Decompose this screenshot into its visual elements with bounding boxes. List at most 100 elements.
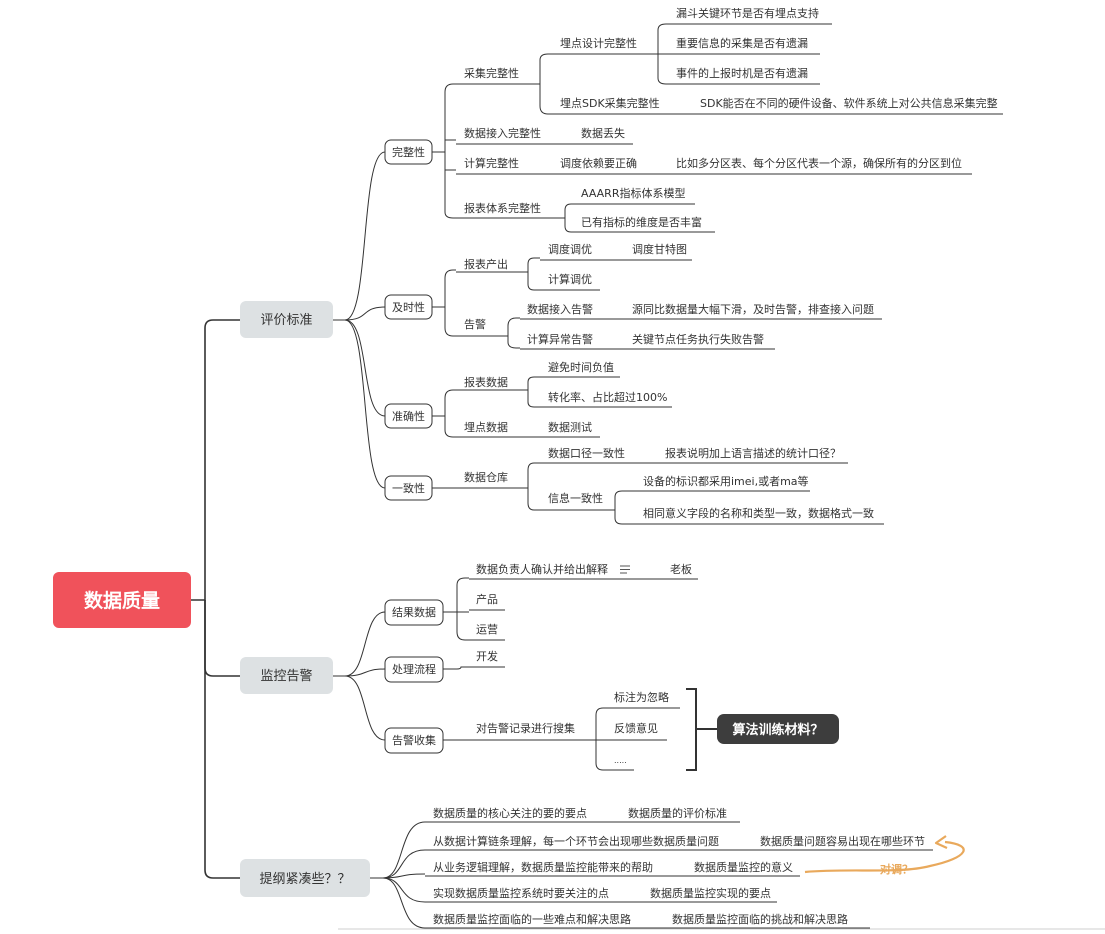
report-output-label: 报表产出 [464, 257, 508, 271]
outline-row-2[interactable]: 从数据计算链条理解，每一个环节会出现哪些数据质量问题 数据质量问题容易出现在哪些… [425, 834, 933, 851]
dev-label: 开发 [476, 649, 498, 663]
info-item-2-label: 相同意义字段的名称和类型一致，数据格式一致 [643, 506, 874, 520]
node-caliber[interactable]: 数据口径一致性 [540, 446, 656, 464]
conn-caliber [527, 462, 540, 488]
calc-alarm-item[interactable]: 关键节点任务执行失败告警 [625, 332, 775, 350]
node-product[interactable]: 产品 [469, 592, 505, 611]
node-sdk[interactable]: 埋点SDK采集完整性 [552, 96, 690, 115]
completeness-connectors [432, 83, 456, 219]
branch-outline-label: 提纲紧凑些？？ [259, 871, 350, 887]
branch-criteria[interactable]: 评价标准 [240, 301, 333, 338]
collect-item-ignore[interactable]: 标注为忽略 [607, 690, 680, 709]
node-collect-action[interactable]: 对告警记录进行搜集 [469, 721, 596, 741]
node-tracking-data[interactable]: 埋点数据 [456, 420, 540, 438]
outline-row-2-right: 数据质量问题容易出现在哪些环节 [760, 834, 925, 848]
node-gantt[interactable]: 调度甘特图 [625, 242, 692, 261]
node-info-consistency[interactable]: 信息一致性 [540, 491, 615, 511]
node-ingest-alarm[interactable]: 数据接入告警 [520, 302, 625, 320]
callout-label: 算法训练材料？ [732, 722, 823, 738]
info-item-2[interactable]: 相同意义字段的名称和类型一致，数据格式一致 [637, 506, 884, 525]
outline-row-3[interactable]: 从业务逻辑理解，数据质量监控能带来的帮助 数据质量监控的意义 [425, 860, 800, 877]
outline-row-4[interactable]: 实现数据质量监控系统时要关注的点 数据质量监控实现的要点 [425, 886, 777, 903]
node-report-system[interactable]: 报表体系完整性 [456, 201, 565, 219]
td-item-1[interactable]: 漏斗关键环节是否有埋点支持 [670, 6, 832, 25]
compute-dep[interactable]: 调度依赖要正确 [552, 156, 668, 175]
compute-item[interactable]: 比如多分区表、每个分区代表一个源，确保所有的分区到位 [668, 156, 972, 175]
node-collect-completeness[interactable]: 采集完整性 [456, 66, 540, 85]
node-accuracy[interactable]: 准确性 [384, 403, 433, 429]
td-item-3[interactable]: 事件的上报时机是否有遗漏 [670, 66, 820, 85]
ingest-alarm-item-label: 源同比数据量大幅下滑，及时告警，排查接入问题 [632, 302, 874, 316]
collect-item-more-label: ..... [614, 756, 627, 765]
callout-algorithm-material[interactable]: 算法训练材料？ [717, 714, 839, 744]
collect-item-more[interactable]: ..... [607, 756, 634, 771]
dw-label: 数据仓库 [464, 470, 508, 484]
node-ingest-completeness[interactable]: 数据接入完整性 [456, 126, 575, 145]
node-alarm-collect[interactable]: 告警收集 [384, 727, 444, 754]
node-calc-alarm[interactable]: 计算异常告警 [520, 332, 625, 350]
ingest-alarm-item[interactable]: 源同比数据量大幅下滑，及时告警，排查接入问题 [625, 302, 882, 320]
root-node[interactable]: 数据质量 [53, 572, 191, 628]
caliber-item[interactable]: 报表说明加上语言描述的统计口径？ [656, 446, 848, 464]
node-process[interactable]: 处理流程 [384, 656, 444, 683]
branch-criteria-label: 评价标准 [260, 313, 312, 328]
collect-item-feedback-label: 反馈意见 [614, 721, 658, 735]
node-compute-completeness[interactable]: 计算完整性 [456, 156, 552, 175]
acc-item-2[interactable]: 转化率、占比超过100% [540, 390, 672, 408]
node-sched-opt[interactable]: 调度调优 [540, 242, 625, 261]
node-ops[interactable]: 运营 [469, 622, 505, 641]
monitor-connectors [333, 611, 386, 741]
sdk-item[interactable]: SDK能否在不同的硬件设备、软件系统上对公共信息采集完整 [690, 96, 1003, 115]
tracking-data-label: 埋点数据 [464, 420, 508, 434]
td-item-2[interactable]: 重要信息的采集是否有遗漏 [670, 36, 820, 55]
node-consistency[interactable]: 一致性 [384, 475, 433, 501]
outline-row-4-left: 实现数据质量监控系统时要关注的点 [433, 886, 609, 900]
node-boss[interactable]: 老板 [663, 562, 698, 580]
ingest-item-label: 数据丢失 [581, 126, 625, 140]
calc-opt-label: 计算调优 [548, 272, 592, 286]
sched-opt-label: 调度调优 [548, 242, 592, 256]
alarm-label: 告警 [464, 317, 486, 331]
conn-more [595, 740, 607, 771]
notes-icon[interactable] [620, 565, 630, 574]
node-result-data[interactable]: 结果数据 [384, 599, 444, 626]
node-completeness[interactable]: 完整性 [384, 139, 433, 165]
owner-label: 数据负责人确认并给出解释 [476, 562, 608, 576]
acc-item-1[interactable]: 避免时间负值 [540, 360, 620, 378]
outline-row-5-left: 数据质量监控面临的一些难点和解决思路 [433, 912, 631, 926]
conn-td-1 [650, 23, 670, 55]
node-dw[interactable]: 数据仓库 [448, 470, 528, 489]
report-data-label: 报表数据 [464, 375, 508, 389]
branch-monitor[interactable]: 监控告警 [240, 657, 333, 694]
outline-row-4-right: 数据质量监控实现的要点 [650, 886, 771, 900]
report-item-2[interactable]: 已有指标的维度是否丰富 [575, 215, 715, 233]
outline-row-3-left: 从业务逻辑理解，数据质量监控能带来的帮助 [433, 860, 653, 874]
calc-alarm-item-label: 关键节点任务执行失败告警 [632, 332, 764, 346]
node-alarm[interactable]: 告警 [456, 317, 508, 337]
node-calc-opt[interactable]: 计算调优 [540, 272, 600, 291]
branch-outline[interactable]: 提纲紧凑些？？ [240, 859, 370, 897]
outline-row-5-right: 数据质量监控面临的挑战和解决思路 [672, 912, 848, 926]
conn-collect-design [539, 53, 552, 84]
node-owner[interactable]: 数据负责人确认并给出解释 [469, 562, 663, 580]
outline-row-1-left: 数据质量的核心关注的要的要点 [433, 806, 587, 820]
root-label: 数据质量 [84, 589, 160, 612]
report-item-1[interactable]: AAARR指标体系模型 [575, 186, 695, 205]
ingest-item[interactable]: 数据丢失 [575, 126, 633, 145]
node-report-output[interactable]: 报表产出 [456, 257, 528, 273]
swap-note[interactable]: 对调？ [804, 835, 965, 876]
outline-connectors [370, 821, 426, 929]
node-dev[interactable]: 开发 [469, 649, 505, 668]
node-tracking-design[interactable]: 埋点设计完整性 [552, 36, 650, 55]
info-item-1[interactable]: 设备的标识都采用imei,或者ma等 [637, 474, 810, 492]
node-report-data[interactable]: 报表数据 [456, 375, 528, 391]
collect-item-feedback[interactable]: 反馈意见 [607, 721, 667, 741]
outline-row-1[interactable]: 数据质量的核心关注的要的要点 数据质量的评价标准 [425, 806, 740, 823]
conn-td-3 [657, 54, 670, 85]
node-timeliness[interactable]: 及时性 [384, 294, 433, 320]
outline-row-5[interactable]: 数据质量监控面临的一些难点和解决思路 数据质量监控面临的挑战和解决思路 [425, 912, 870, 929]
sdk-label: 埋点SDK采集完整性 [560, 96, 660, 110]
gantt-label: 调度甘特图 [632, 242, 687, 256]
tracking-item[interactable]: 数据测试 [540, 420, 600, 438]
